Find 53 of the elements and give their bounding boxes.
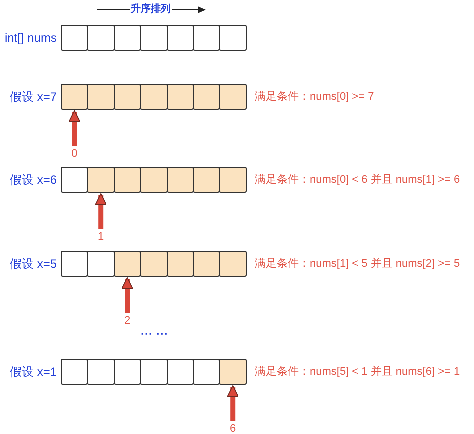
array-cell xyxy=(140,84,168,110)
array-cell xyxy=(61,84,88,110)
pointer-arrow xyxy=(68,110,81,146)
array-cell xyxy=(61,25,88,51)
index-label: 6 xyxy=(223,423,244,434)
pointer-arrow xyxy=(227,385,240,421)
array-cell xyxy=(140,359,168,385)
row-label: 假设 x=1 xyxy=(8,365,57,379)
array-cell xyxy=(87,25,115,51)
index-label: 1 xyxy=(91,231,112,244)
index-label: 0 xyxy=(64,148,85,161)
row-label: 假设 x=7 xyxy=(8,90,57,104)
array-cell xyxy=(219,84,247,110)
condition-text: 满足条件：nums[5] < 1 并且 nums[6] >= 1 xyxy=(255,366,460,379)
array-cell xyxy=(114,251,142,277)
array-cell xyxy=(61,167,88,193)
array-cell xyxy=(114,167,142,193)
array-cell xyxy=(193,25,220,51)
condition-text: 满足条件：nums[0] >= 7 xyxy=(255,91,374,104)
array-cell xyxy=(219,167,247,193)
index-label: 2 xyxy=(118,315,138,328)
array-cell xyxy=(61,359,88,385)
array-cell xyxy=(193,84,220,110)
array-cell xyxy=(140,25,168,51)
array-cell xyxy=(61,251,88,277)
array-cell xyxy=(166,251,194,277)
array-cell xyxy=(114,84,142,110)
ellipsis-text: ··· ··· xyxy=(141,328,168,340)
condition-text: 满足条件：nums[1] < 5 并且 nums[2] >= 5 xyxy=(255,258,460,271)
array-cell xyxy=(166,25,194,51)
row-label: int[] nums xyxy=(4,31,57,45)
array-cell xyxy=(87,167,115,193)
array-cell xyxy=(114,25,142,51)
array-cell xyxy=(193,359,220,385)
array-cell xyxy=(193,167,220,193)
array-cell xyxy=(166,84,194,110)
array-cell xyxy=(87,359,115,385)
row-label: 假设 x=5 xyxy=(8,257,57,271)
array-cell xyxy=(114,359,142,385)
array-cell xyxy=(87,84,115,110)
array-cell xyxy=(219,359,247,385)
array-cell xyxy=(166,359,194,385)
array-cell xyxy=(219,25,247,51)
array-cell xyxy=(193,251,220,277)
pointer-arrow xyxy=(122,277,134,313)
array-cell xyxy=(140,251,168,277)
condition-text: 满足条件：nums[0] < 6 并且 nums[1] >= 6 xyxy=(255,174,460,187)
direction-label: 升序排列 xyxy=(130,4,172,16)
array-cell xyxy=(87,251,115,277)
array-cell xyxy=(140,167,168,193)
array-cell xyxy=(166,167,194,193)
array-cell xyxy=(219,251,247,277)
row-label: 假设 x=6 xyxy=(8,173,57,187)
